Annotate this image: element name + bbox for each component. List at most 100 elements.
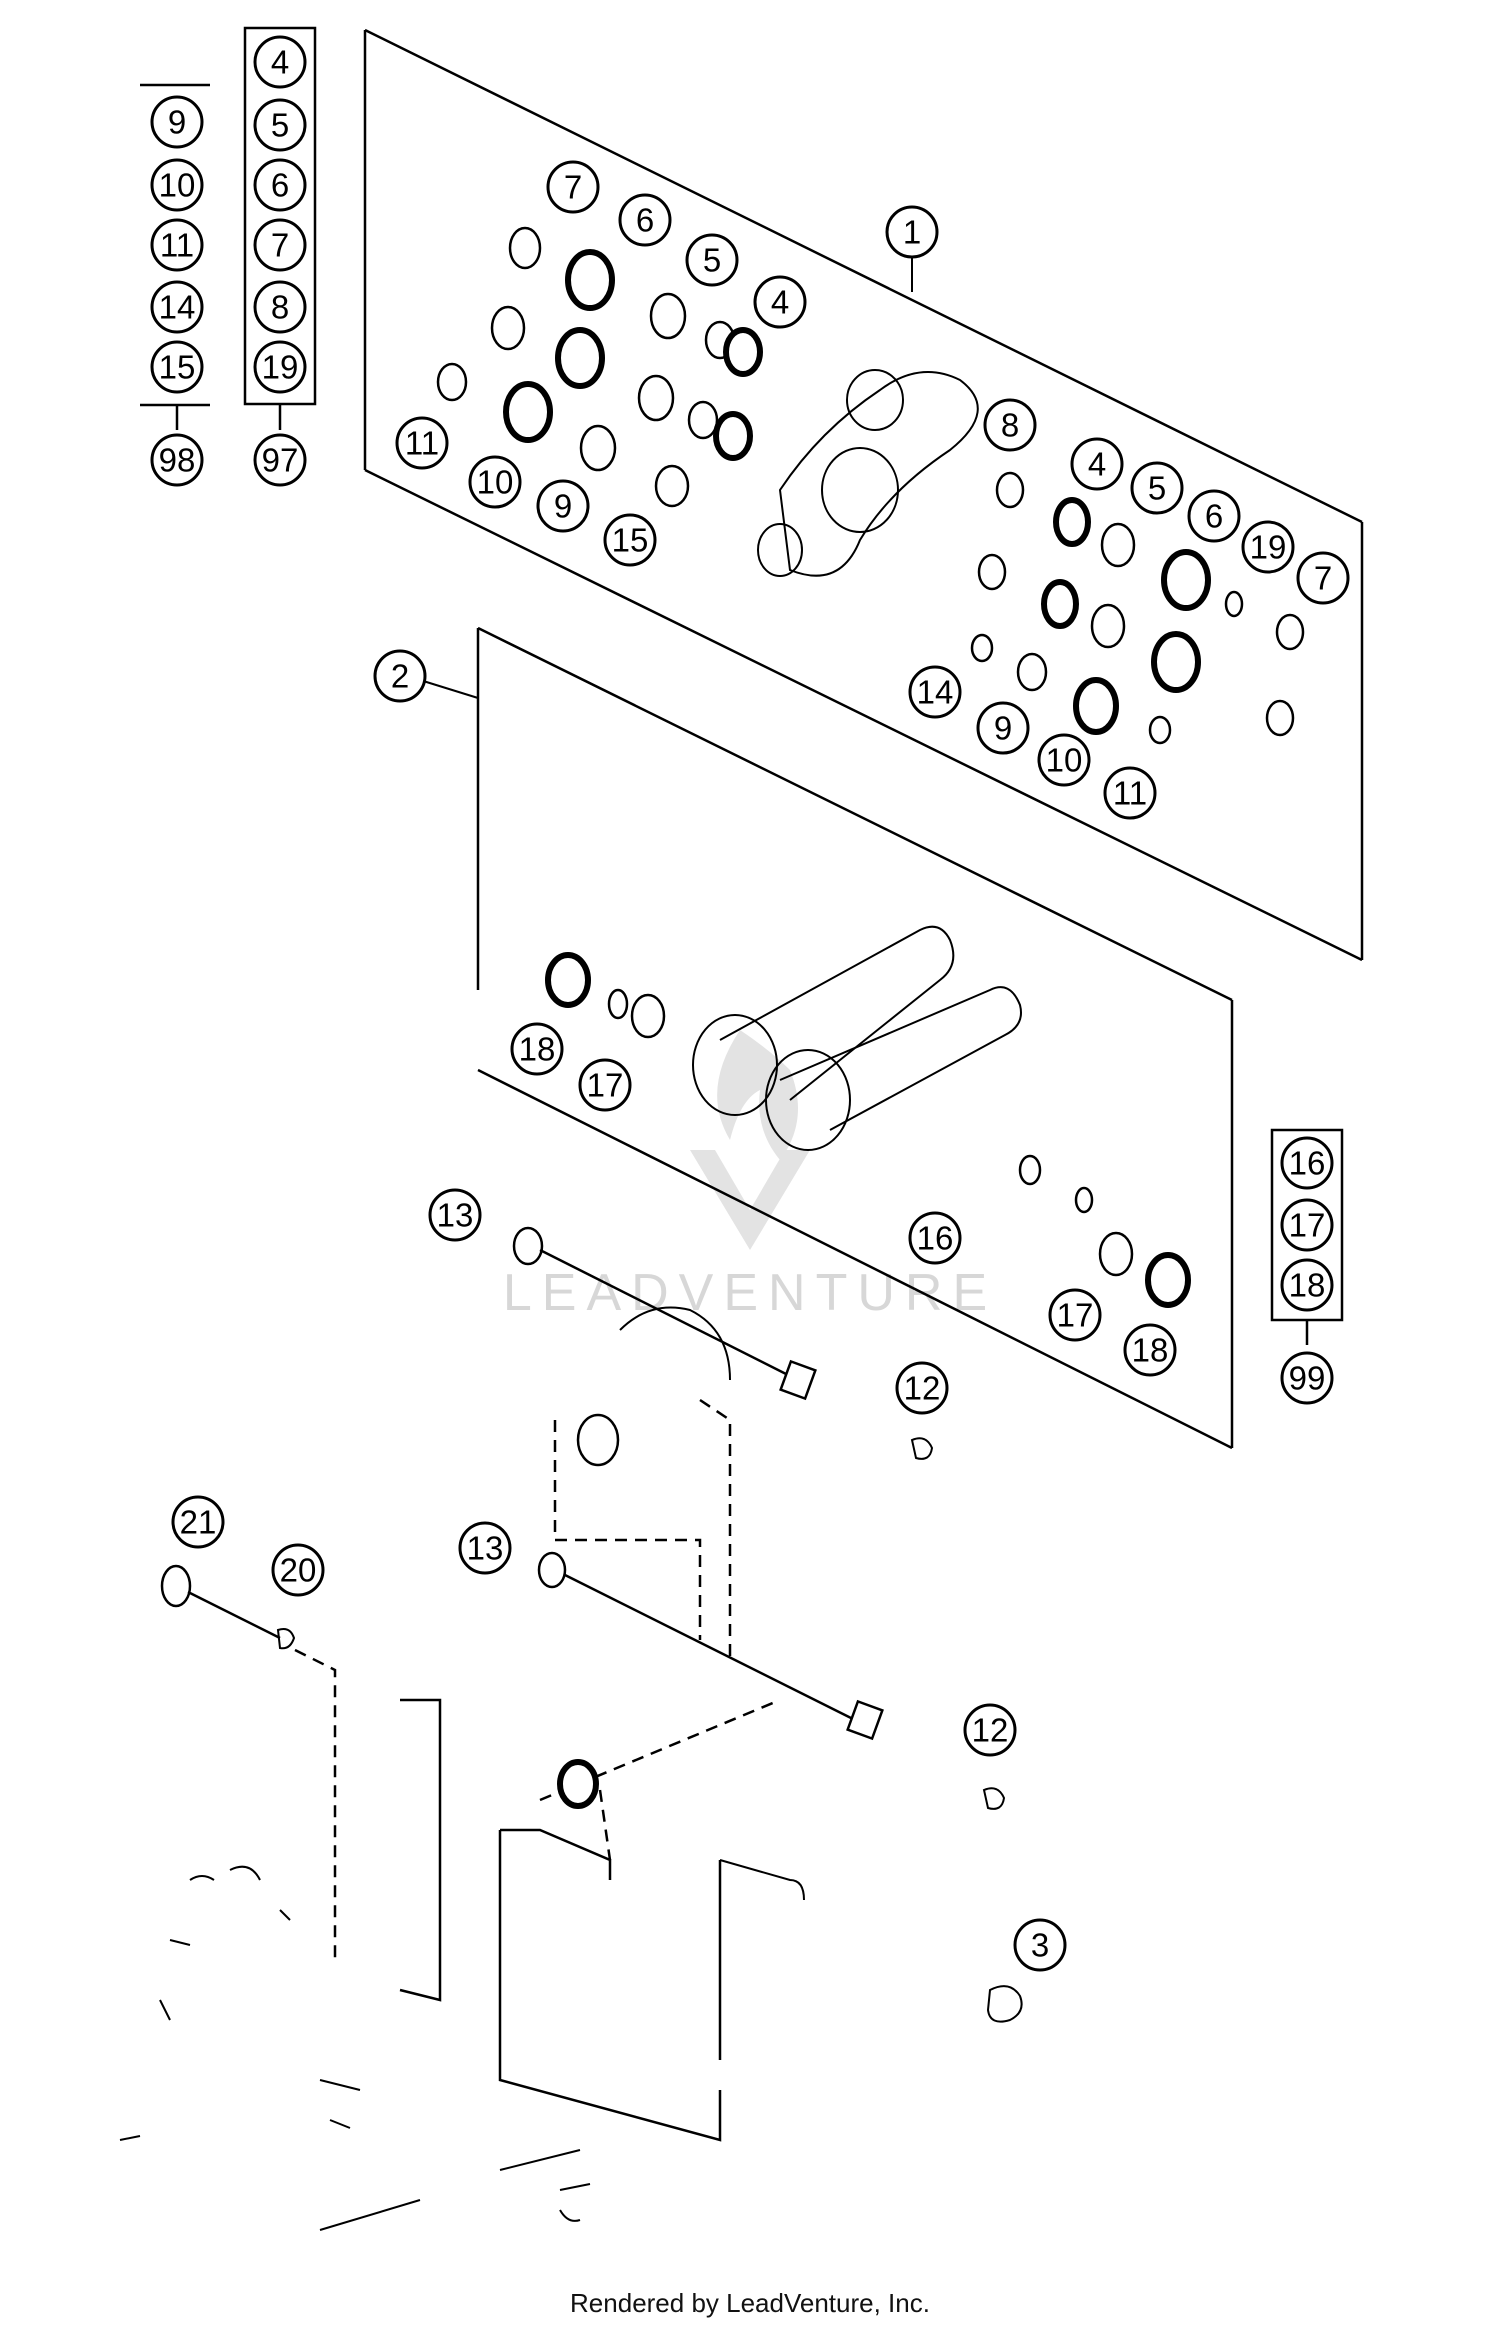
ring-part (687, 400, 719, 440)
callout-number: 15 (612, 522, 649, 559)
washer-part (512, 1226, 544, 1266)
callout-number: 13 (467, 1530, 504, 1567)
callout-15: 15 (150, 340, 204, 394)
callout-number: 10 (477, 464, 514, 501)
callout-14: 14 (908, 665, 962, 719)
callout-circle (373, 649, 427, 703)
callout-circle (908, 665, 962, 719)
callout-19: 19 (253, 340, 307, 394)
callout-circle (1280, 1258, 1334, 1312)
callout-circle (976, 701, 1030, 755)
ring-part (995, 471, 1025, 509)
linkage-lever-part (757, 369, 979, 577)
callout-99: 99 (1280, 1351, 1334, 1405)
ring-part (1275, 613, 1305, 651)
callout-circle (510, 1022, 564, 1076)
callout-circle (1048, 1288, 1102, 1342)
ring-part (654, 464, 690, 508)
callout-10: 10 (150, 158, 204, 212)
ring-part (1074, 1186, 1094, 1214)
callout-12: 12 (963, 1703, 1017, 1757)
callout-17: 17 (1048, 1288, 1102, 1342)
callout-number: 6 (271, 167, 289, 204)
callout-number: 18 (1132, 1332, 1169, 1369)
watermark-v-icon (690, 1150, 810, 1250)
callout-circle (150, 340, 204, 394)
callout-circle (1280, 1136, 1334, 1190)
callout-number: 6 (636, 202, 654, 239)
callout-number: 19 (262, 349, 299, 386)
callout-number: 11 (1113, 775, 1147, 812)
callout-number: 17 (587, 1067, 624, 1104)
ring-part (1265, 699, 1295, 737)
callout-circle (171, 1495, 225, 1549)
ring-part (607, 988, 629, 1020)
callout-balloons: 9101114159845678199776541111091584561971… (150, 35, 1350, 1972)
callout-number: 5 (271, 107, 289, 144)
callout-8: 8 (253, 280, 307, 334)
panel-item-2 (476, 626, 1234, 1450)
connecting-rod-part (692, 925, 1022, 1151)
callout-number: 18 (519, 1031, 556, 1068)
callout-number: 2 (391, 658, 409, 695)
bearing-part (723, 327, 763, 377)
leadventure-watermark: LEADVENTURE (503, 1030, 987, 1322)
washer-part (537, 1551, 567, 1589)
sleeve-part (986, 1985, 1023, 2023)
callout-number: 16 (1289, 1145, 1326, 1182)
callout-18: 18 (1123, 1323, 1177, 1377)
callout-16: 16 (1280, 1136, 1334, 1190)
callout-circle (253, 280, 307, 334)
callout-number: 18 (1289, 1267, 1326, 1304)
callout-circle (618, 193, 672, 247)
callout-20: 20 (271, 1543, 325, 1597)
ring-part (508, 226, 542, 270)
callout-18: 18 (1280, 1258, 1334, 1312)
callout-circle (1280, 1351, 1334, 1405)
callout-number: 14 (159, 289, 196, 326)
callout-14: 14 (150, 280, 204, 334)
callout-11: 11 (1103, 766, 1157, 820)
callout-21: 21 (171, 1495, 225, 1549)
callout-number: 10 (1046, 742, 1083, 779)
callout-number: 9 (554, 488, 572, 525)
callout-19: 19 (1241, 520, 1295, 574)
bearing-part (503, 381, 553, 443)
callout-circle (1123, 1323, 1177, 1377)
callout-number: 8 (271, 289, 289, 326)
callout-circle (1241, 520, 1295, 574)
callout-9: 9 (150, 95, 204, 149)
bearing-part (557, 1759, 599, 1809)
washer-part (160, 1564, 192, 1608)
bearing-part (545, 952, 591, 1008)
callout-number: 99 (1289, 1360, 1326, 1397)
callout-number: 17 (1057, 1297, 1094, 1334)
callout-number: 5 (703, 242, 721, 279)
callout-5: 5 (685, 233, 739, 287)
callout-7: 7 (546, 160, 600, 214)
callout-circle (603, 513, 657, 567)
bearing-part (1041, 579, 1079, 629)
footer-credit: Rendered by LeadVenture, Inc. (570, 2288, 930, 2318)
callout-number: 9 (994, 710, 1012, 747)
callout-circle (253, 35, 307, 89)
panel-1-right-parts (970, 471, 1305, 745)
callout-17: 17 (578, 1058, 632, 1112)
callout-circle (885, 205, 939, 259)
ring-part (977, 553, 1007, 591)
callout-4: 4 (253, 35, 307, 89)
bearing-part (1145, 1252, 1191, 1308)
bearing-part (713, 411, 753, 461)
callout-4: 4 (753, 275, 807, 329)
callout-9: 9 (536, 479, 590, 533)
callout-3: 3 (1013, 1918, 1067, 1972)
ring-part (1018, 1154, 1042, 1186)
ring-part (1090, 603, 1126, 649)
callout-number: 19 (1250, 529, 1287, 566)
callout-circle (963, 1703, 1017, 1757)
callout-15: 15 (603, 513, 657, 567)
callout-10: 10 (468, 455, 522, 509)
ring-part (1100, 522, 1136, 568)
callout-circle (546, 160, 600, 214)
